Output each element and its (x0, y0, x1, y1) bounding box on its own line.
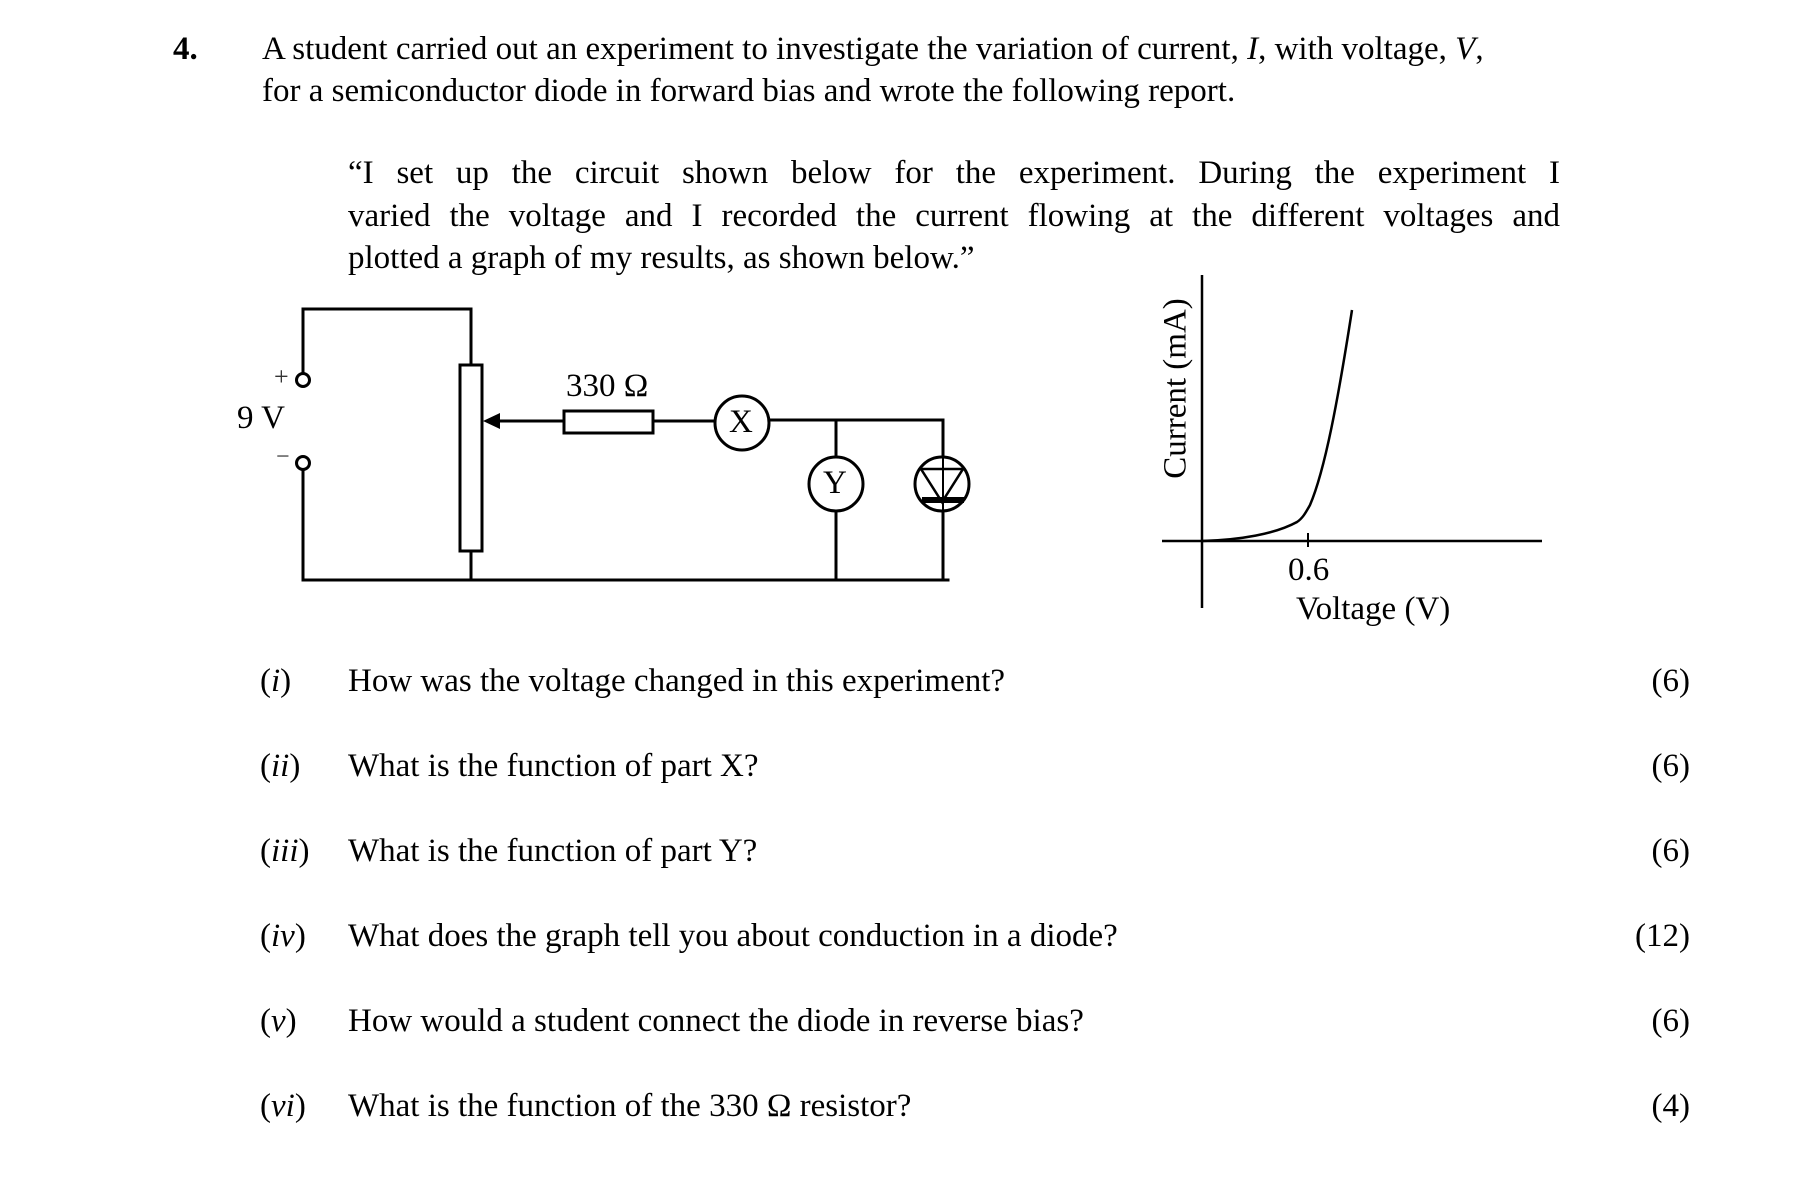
subquestion-marks: (4) (1651, 1088, 1690, 1124)
subquestion-text: What does the graph tell you about condu… (348, 918, 1118, 954)
meter-x-label: X (729, 404, 753, 440)
subquestion-label: (iv) (260, 918, 306, 954)
wire-bottom-left (301, 469, 950, 582)
rheostat (458, 363, 484, 553)
subquestion-ii: (ii) What is the function of part X? (6) (260, 748, 1690, 790)
intro-var-v: V (1455, 31, 1476, 67)
plus-sign-label: + (274, 362, 289, 391)
subquestion-i: (i) How was the voltage changed in this … (260, 663, 1690, 705)
subquestion-text: What is the function of part Y? (348, 833, 758, 869)
subquestion-text: How would a student connect the diode in… (348, 1003, 1084, 1039)
subquestion-label: (ii) (260, 748, 301, 784)
subquestion-text: How was the voltage changed in this expe… (348, 663, 1006, 699)
graph-xlabel: Voltage (V) (1296, 591, 1451, 627)
meter-y-label: Y (823, 465, 847, 501)
supply-voltage-label: 9 V (237, 400, 285, 436)
subquestion-label: (i) (260, 663, 292, 699)
diode-cathode-bar (922, 497, 964, 503)
graph-tick-label: 0.6 (1288, 552, 1330, 588)
intro-text-a: A student carried out an experiment to i… (262, 31, 1248, 67)
intro-text-b: , with voltage, (1258, 31, 1456, 67)
quote-line-3: plotted a graph of my results, as shown … (348, 240, 975, 276)
quote-line-2: varied the voltage and I recorded the cu… (348, 197, 1560, 234)
subquestion-label: (v) (260, 1003, 297, 1039)
subquestion-marks: (6) (1651, 833, 1690, 869)
quote-line-1: “I set up the circuit shown below for th… (348, 155, 1560, 191)
subquestion-marks: (12) (1635, 918, 1690, 954)
plus-terminal (295, 372, 311, 388)
subquestion-marks: (6) (1651, 663, 1690, 699)
minus-sign-label: − (276, 444, 290, 470)
subquestion-text: What is the function of the 330 Ω resist… (348, 1088, 912, 1124)
graph-ylabel: Current (mA) (1157, 298, 1194, 479)
subquestion-marks: (6) (1651, 1003, 1690, 1039)
intro-text-c: , (1475, 31, 1484, 67)
subquestion-marks: (6) (1651, 748, 1690, 784)
wire-x-to-diode (767, 418, 945, 460)
student-report-quote: “I set up the circuit shown below for th… (348, 152, 1560, 280)
slider-arrowhead (483, 413, 500, 429)
question-intro-line-2: for a semiconductor diode in forward bia… (262, 73, 1236, 109)
subquestion-v: (v) How would a student connect the diod… (260, 1003, 1690, 1045)
subquestion-text: What is the function of part X? (348, 748, 759, 784)
question-intro-line-1: A student carried out an experiment to i… (262, 28, 1484, 70)
question-number: 4. (173, 31, 198, 67)
meter-x (713, 394, 771, 452)
intro-var-i: I (1247, 31, 1259, 67)
subquestion-label: (vi) (260, 1088, 306, 1124)
subquestion-label: (iii) (260, 833, 310, 869)
resistor-value-label: 330 Ω (566, 368, 649, 404)
subquestion-vi: (vi) What is the function of the 330 Ω r… (260, 1088, 1690, 1130)
graph-curve (1201, 309, 1354, 543)
minus-terminal (295, 455, 311, 471)
subquestion-iii: (iii) What is the function of part Y? (6… (260, 833, 1690, 875)
subquestion-iv: (iv) What does the graph tell you about … (260, 918, 1690, 960)
wire-top-left (301, 307, 473, 374)
